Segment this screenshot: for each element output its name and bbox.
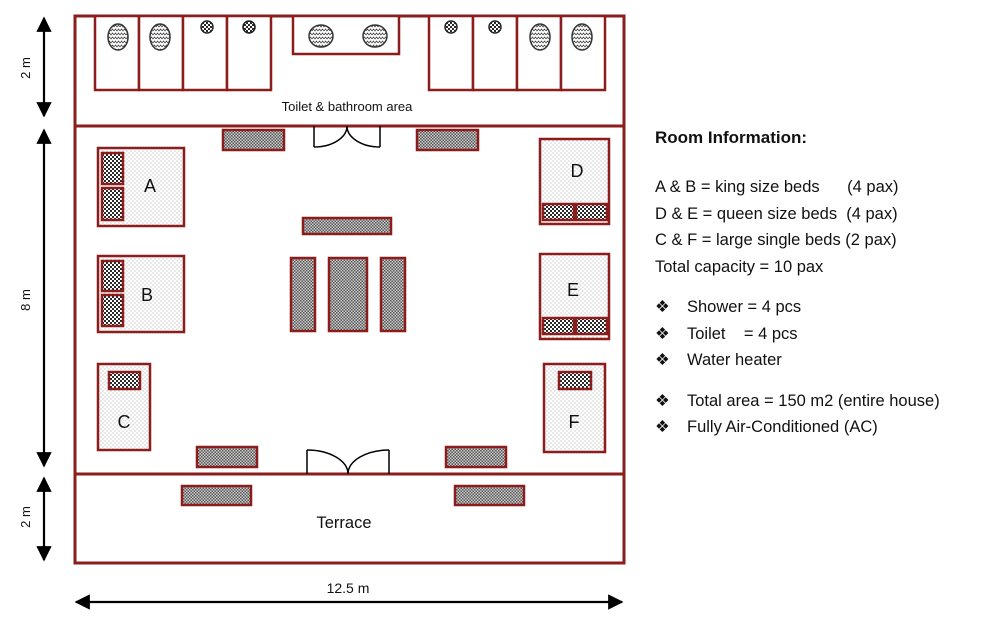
dimension-bottom-height: 2 m [18, 506, 33, 528]
facility-text: Shower = 4 pcs [687, 298, 802, 316]
room-c-bed [96, 362, 152, 452]
wall-benches [180, 128, 526, 507]
bed-info-line: D & E = queen size beds (4 pax) [655, 204, 898, 223]
bottom-double-door [306, 449, 390, 475]
facility-item: ❖ Shower = 4 pcs [655, 294, 995, 321]
extra-text: Total area = 150 m2 (entire house) [687, 391, 940, 410]
room-information-panel: Room Information: A & B = king size beds… [655, 128, 995, 441]
bed-info-line: C & F = large single beds (2 pax) [655, 231, 897, 249]
extra-item: ❖ Total area = 150 m2 (entire house) [655, 388, 995, 415]
room-d-label: D [571, 161, 584, 181]
diamond-bullet-icon: ❖ [655, 418, 670, 436]
room-b-label: B [141, 285, 153, 305]
dimension-arrows [36, 16, 624, 610]
dimension-width: 12.5 m [327, 580, 370, 596]
floor-plan: Toilet & bathroom area A B C D E F [18, 14, 626, 610]
diamond-bullet-icon: ❖ [655, 298, 670, 316]
room-e-label: E [567, 280, 579, 300]
dimension-middle-height: 8 m [18, 289, 33, 311]
room-f-bed [542, 362, 607, 454]
dimension-top-height: 2 m [18, 57, 33, 79]
diamond-bullet-icon: ❖ [655, 324, 670, 343]
extra-item: ❖ Fully Air-Conditioned (AC) [655, 414, 995, 441]
facility-item: ❖ Toilet = 4 pcs [655, 321, 995, 348]
facility-text: Toilet = 4 pcs [687, 324, 798, 343]
facility-item: ❖ Water heater [655, 347, 995, 374]
bed-info-line: A & B = king size beds (4 pax) [655, 178, 899, 196]
facility-text: Water heater [687, 351, 782, 369]
room-info-title: Room Information: [655, 128, 808, 147]
room-a-label: A [144, 176, 156, 196]
sink-icon [308, 24, 388, 48]
terrace-label: Terrace [316, 514, 371, 532]
room-b-bed [96, 254, 186, 334]
room-c-label: C [118, 412, 131, 432]
central-seating [289, 216, 407, 333]
room-a-bed [96, 146, 186, 228]
diamond-bullet-icon: ❖ [655, 351, 670, 369]
room-d-bed [538, 137, 611, 226]
room-f-label: F [569, 412, 580, 432]
toilet-icon [107, 23, 593, 51]
diamond-bullet-icon: ❖ [655, 391, 670, 410]
room-e-bed [538, 252, 611, 341]
total-capacity-line: Total capacity = 10 pax [655, 257, 824, 276]
shower-drain-icon [200, 20, 502, 34]
bathroom-area-label: Toilet & bathroom area [282, 99, 414, 114]
extra-text: Fully Air-Conditioned (AC) [687, 418, 878, 436]
top-double-door [313, 125, 381, 148]
bathroom-stalls [93, 14, 607, 92]
